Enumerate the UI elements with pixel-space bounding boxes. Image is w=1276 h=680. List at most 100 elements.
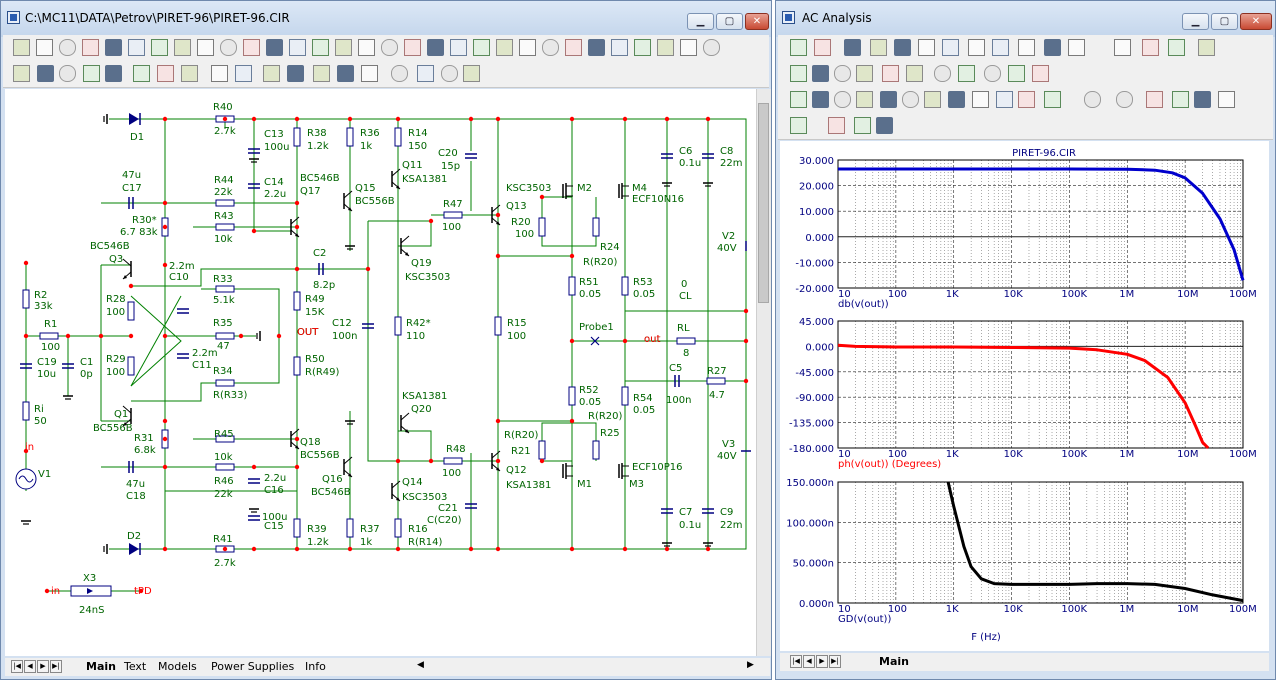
analysis-toolbar3-tool-button-12[interactable] bbox=[1044, 91, 1061, 108]
tab-text[interactable]: Text bbox=[124, 660, 147, 673]
analysis-toolbar2-tool-button-10[interactable] bbox=[1008, 65, 1025, 82]
analysis-first-page-button[interactable]: |◀ bbox=[790, 655, 802, 668]
schematic-toolbar2-tool-button-13[interactable] bbox=[313, 65, 330, 82]
analysis-toolbar3-tool-button-8[interactable] bbox=[948, 91, 965, 108]
analysis-toolbar3-tool-button-13[interactable] bbox=[1084, 91, 1101, 108]
schematic-toolbar1-tool-button-12[interactable] bbox=[266, 39, 283, 56]
analysis-toolbar1-tool-button-14[interactable] bbox=[1142, 39, 1159, 56]
schematic-toolbar2-tool-button-3[interactable] bbox=[59, 65, 76, 82]
analysis-toolbar2-tool-button-8[interactable] bbox=[958, 65, 975, 82]
tab-scroll-right[interactable]: ▶ bbox=[747, 660, 754, 670]
schematic-toolbar1-tool-button-4[interactable] bbox=[82, 39, 99, 56]
analysis-toolbar4-tool-button-3[interactable] bbox=[854, 117, 871, 134]
analysis-toolbar3-tool-button-14[interactable] bbox=[1116, 91, 1133, 108]
schematic-toolbar1-tool-button-29[interactable] bbox=[657, 39, 674, 56]
analysis-toolbar1-tool-button-2[interactable] bbox=[814, 39, 831, 56]
schematic-toolbar1-tool-button-3[interactable] bbox=[59, 39, 76, 56]
analysis-minimize-button[interactable]: ▁ bbox=[1182, 13, 1209, 30]
schematic-toolbar1-tool-button-14[interactable] bbox=[312, 39, 329, 56]
analysis-toolbar2-tool-button-4[interactable] bbox=[856, 65, 873, 82]
schematic-toolbar2-tool-button-19[interactable] bbox=[463, 65, 480, 82]
schematic-toolbar1-tool-button-19[interactable] bbox=[427, 39, 444, 56]
schematic-toolbar2-tool-button-2[interactable] bbox=[37, 65, 54, 82]
schematic-toolbar2-tool-button-10[interactable] bbox=[235, 65, 252, 82]
schematic-toolbar1-tool-button-1[interactable] bbox=[13, 39, 30, 56]
analysis-toolbar1-tool-button-1[interactable] bbox=[790, 39, 807, 56]
schematic-toolbar2-tool-button-18[interactable] bbox=[441, 65, 458, 82]
analysis-toolbar3-tool-button-3[interactable] bbox=[834, 91, 851, 108]
analysis-toolbar1-tool-button-4[interactable] bbox=[870, 39, 887, 56]
schematic-toolbar1-tool-button-28[interactable] bbox=[634, 39, 651, 56]
analysis-toolbar2-tool-button-2[interactable] bbox=[812, 65, 829, 82]
schematic-toolbar1-tool-button-7[interactable] bbox=[151, 39, 168, 56]
schematic-toolbar1-tool-button-24[interactable] bbox=[542, 39, 559, 56]
schematic-toolbar1-tool-button-26[interactable] bbox=[588, 39, 605, 56]
analysis-toolbar2-tool-button-1[interactable] bbox=[790, 65, 807, 82]
analysis-prev-page-button[interactable]: ◀ bbox=[803, 655, 815, 668]
close-button[interactable]: ✕ bbox=[745, 13, 769, 30]
analysis-toolbar1-tool-button-7[interactable] bbox=[942, 39, 959, 56]
analysis-toolbar2-tool-button-7[interactable] bbox=[934, 65, 951, 82]
schematic-toolbar1-tool-button-5[interactable] bbox=[105, 39, 122, 56]
schematic-toolbar2-tool-button-5[interactable] bbox=[105, 65, 122, 82]
minimize-button[interactable]: ▁ bbox=[687, 13, 714, 30]
analysis-toolbar4-tool-button-4[interactable] bbox=[876, 117, 893, 134]
schematic-toolbar1-tool-button-11[interactable] bbox=[243, 39, 260, 56]
analysis-toolbar2-tool-button-6[interactable] bbox=[906, 65, 923, 82]
scroll-thumb[interactable] bbox=[758, 103, 769, 303]
analysis-toolbar1-tool-button-5[interactable] bbox=[894, 39, 911, 56]
tab-models[interactable]: Models bbox=[158, 660, 197, 673]
schematic-toolbar1-tool-button-17[interactable] bbox=[381, 39, 398, 56]
analysis-toolbar3-tool-button-15[interactable] bbox=[1146, 91, 1163, 108]
schematic-toolbar2-tool-button-4[interactable] bbox=[83, 65, 100, 82]
analysis-toolbar4-tool-button-1[interactable] bbox=[790, 117, 807, 134]
analysis-toolbar3-tool-button-10[interactable] bbox=[996, 91, 1013, 108]
schematic-toolbar1-tool-button-9[interactable] bbox=[197, 39, 214, 56]
schematic-toolbar2-tool-button-7[interactable] bbox=[157, 65, 174, 82]
schematic-toolbar2-tool-button-11[interactable] bbox=[263, 65, 280, 82]
analysis-toolbar3-tool-button-17[interactable] bbox=[1194, 91, 1211, 108]
schematic-toolbar1-tool-button-10[interactable] bbox=[220, 39, 237, 56]
schematic-toolbar1-tool-button-22[interactable] bbox=[496, 39, 513, 56]
analysis-toolbar1-tool-button-9[interactable] bbox=[992, 39, 1009, 56]
analysis-toolbar1-tool-button-16[interactable] bbox=[1198, 39, 1215, 56]
schematic-toolbar1-tool-button-21[interactable] bbox=[473, 39, 490, 56]
schematic-toolbar1-tool-button-6[interactable] bbox=[128, 39, 145, 56]
analysis-toolbar1-tool-button-12[interactable] bbox=[1068, 39, 1085, 56]
schematic-toolbar2-tool-button-8[interactable] bbox=[181, 65, 198, 82]
analysis-toolbar1-tool-button-3[interactable] bbox=[844, 39, 861, 56]
schematic-toolbar2-tool-button-9[interactable] bbox=[211, 65, 228, 82]
schematic-toolbar1-tool-button-2[interactable] bbox=[36, 39, 53, 56]
schematic-toolbar1-tool-button-15[interactable] bbox=[335, 39, 352, 56]
tab-scroll-left[interactable]: ◀ bbox=[417, 660, 424, 670]
analysis-toolbar1-tool-button-10[interactable] bbox=[1018, 39, 1035, 56]
analysis-toolbar1-tool-button-13[interactable] bbox=[1114, 39, 1131, 56]
next-page-button[interactable]: ▶ bbox=[37, 660, 49, 673]
analysis-toolbar4-tool-button-2[interactable] bbox=[828, 117, 845, 134]
analysis-toolbar1-tool-button-11[interactable] bbox=[1044, 39, 1061, 56]
schematic-toolbar2-tool-button-1[interactable] bbox=[13, 65, 30, 82]
schematic-toolbar1-tool-button-27[interactable] bbox=[611, 39, 628, 56]
analysis-maximize-button[interactable]: ▢ bbox=[1211, 13, 1238, 30]
analysis-toolbar3-tool-button-11[interactable] bbox=[1018, 91, 1035, 108]
analysis-toolbar3-tool-button-4[interactable] bbox=[856, 91, 873, 108]
analysis-last-page-button[interactable]: ▶| bbox=[829, 655, 841, 668]
tab-power-supplies[interactable]: Power Supplies bbox=[211, 660, 295, 673]
schematic-toolbar2-tool-button-17[interactable] bbox=[417, 65, 434, 82]
schematic-toolbar1-tool-button-20[interactable] bbox=[450, 39, 467, 56]
prev-page-button[interactable]: ◀ bbox=[24, 660, 36, 673]
schematic-toolbar2-tool-button-15[interactable] bbox=[361, 65, 378, 82]
schematic-titlebar[interactable]: C:\MC11\DATA\Petrov\PIRET-96\PIRET-96.CI… bbox=[1, 1, 771, 37]
analysis-toolbar3-tool-button-7[interactable] bbox=[924, 91, 941, 108]
last-page-button[interactable]: ▶| bbox=[50, 660, 62, 673]
analysis-toolbar3-tool-button-9[interactable] bbox=[972, 91, 989, 108]
schematic-toolbar1-tool-button-31[interactable] bbox=[703, 39, 720, 56]
schematic-toolbar2-tool-button-12[interactable] bbox=[287, 65, 304, 82]
analysis-tab-main[interactable]: Main bbox=[879, 655, 909, 668]
schematic-toolbar1-tool-button-30[interactable] bbox=[680, 39, 697, 56]
analysis-titlebar[interactable]: AC Analysis ▁ ▢ ✕ bbox=[776, 1, 1275, 37]
analysis-toolbar2-tool-button-5[interactable] bbox=[882, 65, 899, 82]
tab-main[interactable]: Main bbox=[86, 660, 116, 673]
